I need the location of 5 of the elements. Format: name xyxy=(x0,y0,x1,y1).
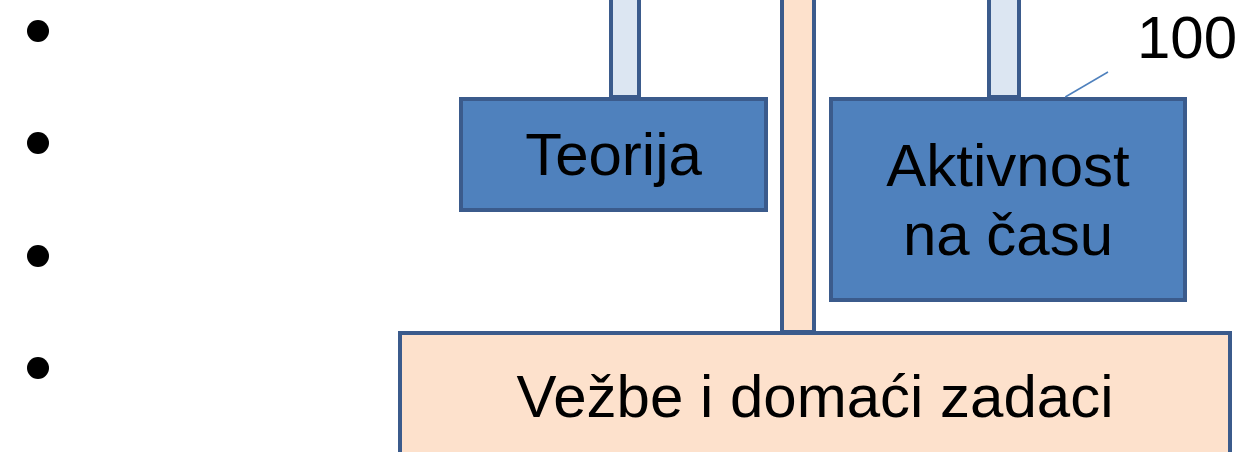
value-label: 100 xyxy=(1105,0,1237,75)
foundation-box: Vežbe i domaći zadaci xyxy=(398,331,1232,452)
category-box: Teorija xyxy=(459,97,768,212)
leader-line xyxy=(1064,71,1109,98)
category-box: Aktivnost na času xyxy=(829,97,1187,302)
